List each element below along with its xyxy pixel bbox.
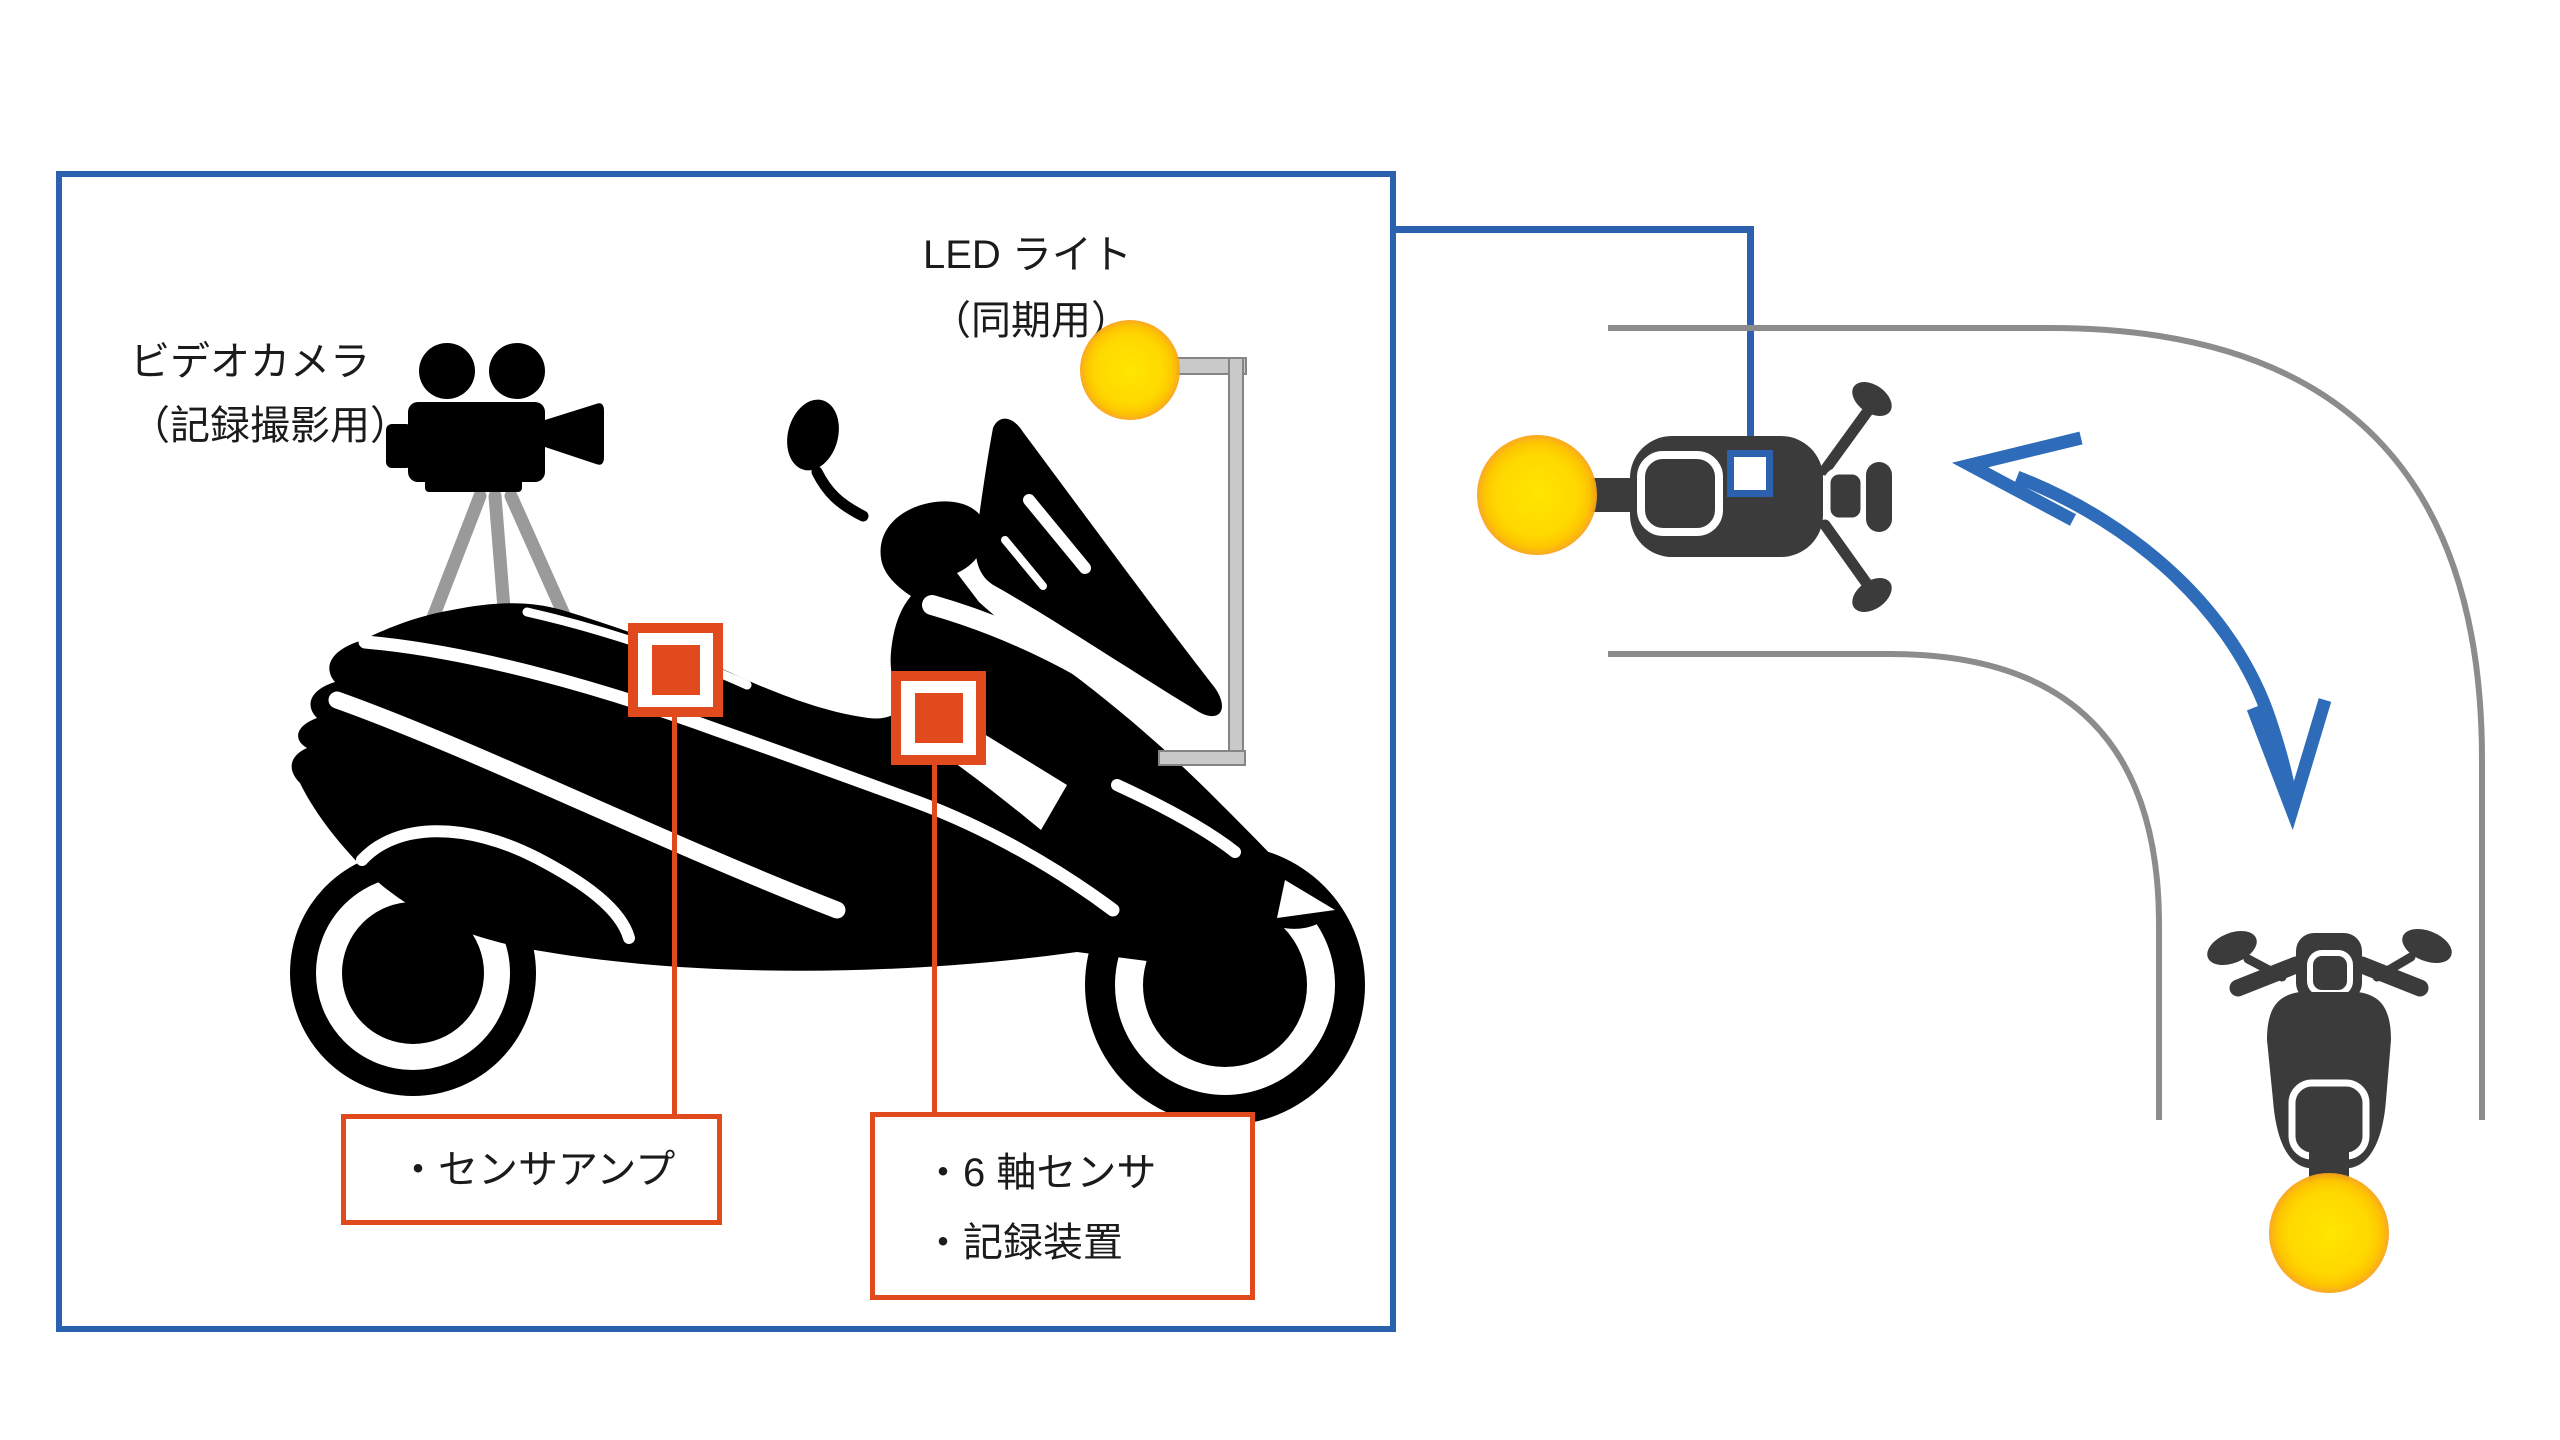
motorcycle-top-view bbox=[1570, 381, 1892, 613]
front-bike-panel bbox=[2288, 1079, 2370, 1160]
scooter-mirror bbox=[787, 399, 839, 471]
top-bike-handlebar-left bbox=[1819, 402, 1876, 476]
top-bike-handlebar-right bbox=[1819, 519, 1876, 594]
camera-side-block bbox=[386, 424, 412, 468]
sensor-amp-label-line1: ・センサアンプ bbox=[398, 1147, 676, 1192]
sensor-amp-marker-icon bbox=[628, 623, 723, 717]
camera-reel-right bbox=[489, 343, 545, 399]
turn-path-arrow bbox=[1951, 431, 2332, 831]
sensor-recorder-label-line1: ・6 軸センサ bbox=[923, 1151, 1157, 1195]
turn-path-arrowhead-start bbox=[1951, 431, 2083, 526]
road-outer-line bbox=[1608, 325, 2485, 1120]
front-bike-windscreen bbox=[2307, 950, 2353, 996]
led-light-front-bike-icon bbox=[2269, 1173, 2389, 1293]
video-camera-label: ビデオカメラ （記録撮影用） bbox=[130, 330, 410, 458]
scooter-windscreen bbox=[975, 418, 1222, 717]
top-bike-mirror-right bbox=[1852, 577, 1892, 613]
motorcycle-front-view bbox=[2207, 929, 2452, 1205]
scooter-mirror-stem bbox=[811, 466, 869, 522]
sensor-amp-leader-line bbox=[672, 715, 677, 1117]
video-camera-label-line1: ビデオカメラ bbox=[130, 340, 370, 384]
video-camera-label-line2: （記録撮影用） bbox=[130, 404, 410, 448]
led-sync-label-line1: LED ライト bbox=[923, 233, 1132, 277]
sensor-amp-label-box: ・センサアンプ bbox=[341, 1114, 722, 1225]
course-diagram bbox=[1608, 325, 2485, 1120]
sensor-main-marker-core bbox=[914, 693, 963, 743]
camera-body bbox=[408, 402, 545, 482]
sync-connector-horizontal bbox=[1396, 226, 1754, 233]
road-inner-line bbox=[1608, 651, 2162, 1120]
led-light-top-bike-icon bbox=[1477, 435, 1597, 555]
top-bike-headlight bbox=[1823, 467, 1868, 525]
apparatus-panel bbox=[56, 171, 1396, 1332]
sensor-recorder-label-box: ・6 軸センサ ・記録装置 bbox=[870, 1112, 1255, 1300]
top-bike-mirror-left bbox=[1852, 381, 1892, 417]
sensor-main-leader-line bbox=[932, 763, 937, 1115]
scooter-panel-lines bbox=[328, 494, 1275, 944]
turn-path-arrow-curve bbox=[2014, 470, 2297, 797]
led-mount-pole-foot-bar bbox=[1158, 750, 1246, 766]
camera-base bbox=[425, 478, 522, 492]
sync-connector-vertical bbox=[1747, 226, 1754, 457]
video-camera-icon bbox=[386, 343, 604, 492]
top-bike-front-fender bbox=[1866, 462, 1892, 532]
camera-lens bbox=[545, 403, 604, 465]
scooter-fender-gap bbox=[1277, 880, 1335, 918]
turn-path-arrowhead-end bbox=[2246, 698, 2332, 831]
sensor-recorder-label-line2: ・記録装置 bbox=[923, 1221, 1123, 1265]
camera-reel-left bbox=[419, 343, 475, 399]
sensor-amp-marker-core bbox=[651, 645, 700, 695]
scooter-side-silhouette bbox=[290, 399, 1365, 1125]
led-light-icon bbox=[1080, 320, 1180, 420]
sync-marker-icon bbox=[1727, 450, 1773, 497]
sensor-main-marker-icon bbox=[891, 671, 986, 765]
led-mount-pole-column bbox=[1228, 357, 1244, 766]
top-bike-seat bbox=[1637, 451, 1723, 536]
